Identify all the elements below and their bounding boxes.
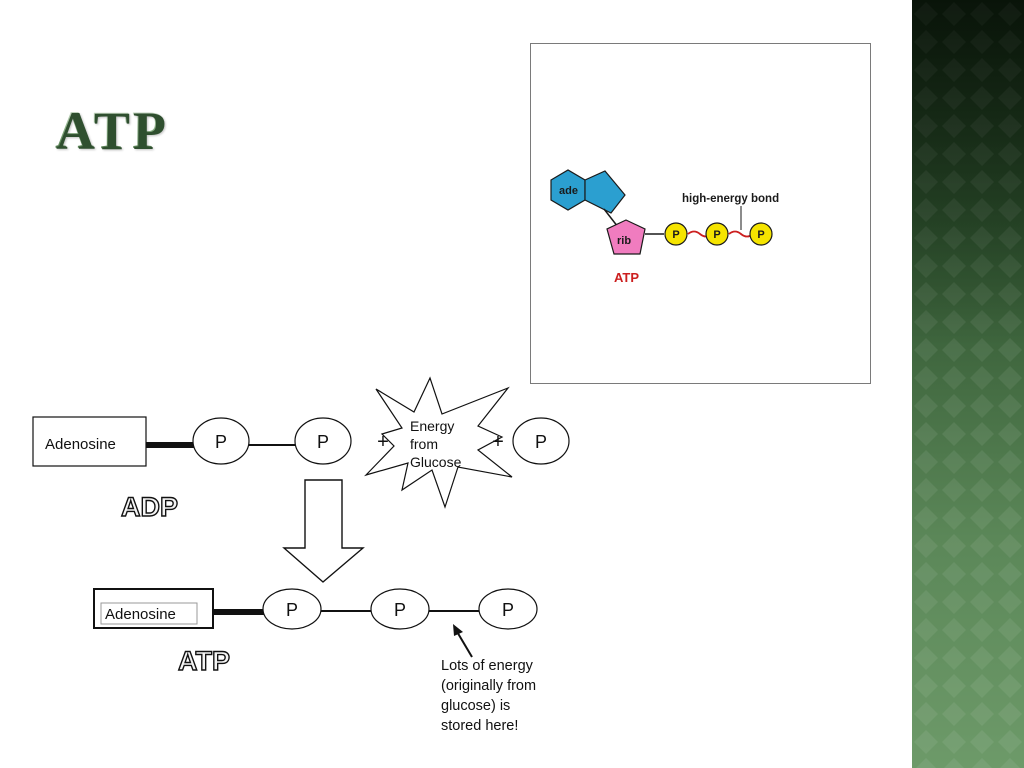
adp-atp-reaction-diagram: Adenosine P P + Energy from Glucose + P … [32, 376, 570, 734]
energy-note-line-3: glucose) is [441, 698, 510, 714]
energy-text-line-1: Energy [410, 418, 454, 434]
ribose-label: rib [617, 235, 631, 247]
adp-phosphate-1 [192, 417, 250, 465]
energy-note-line-1: Lots of energy [441, 658, 534, 674]
adenine-label: ade [559, 185, 578, 197]
decorative-side-band [912, 0, 1024, 768]
atp-phosphate-2 [370, 588, 430, 630]
atp-phosphate-1 [262, 588, 322, 630]
phosphate-1 [664, 222, 688, 246]
slide-title: ATP [55, 100, 168, 160]
energy-pointer-line [455, 629, 473, 658]
phosphate-3 [749, 222, 773, 246]
energy-pointer-arrowhead [453, 624, 463, 636]
energy-text-line-2: from [410, 436, 438, 452]
adp-label: ADP [121, 492, 178, 522]
adp-phosphate-2 [294, 417, 352, 465]
atp-adenosine-label: Adenosine [105, 606, 176, 623]
plus-sign-2: + [492, 431, 504, 453]
phosphate-2-label: P [713, 229, 720, 241]
adp-adenosine-label: Adenosine [45, 436, 116, 453]
adp-phosphate-1-label: P [215, 432, 227, 452]
energy-starburst [364, 376, 513, 509]
atp-molecule-label: ATP [614, 270, 639, 285]
adp-adenosine-box [32, 416, 147, 467]
atp-label: ATP [178, 646, 230, 676]
atp-adenosine-inner-box [100, 602, 198, 625]
free-phosphate-label: P [535, 432, 547, 452]
energy-note-line-2: (originally from [441, 678, 536, 694]
atp-molecule-figure: ade rib P P P high-energy bond ATP [530, 43, 871, 384]
atp-phosphate-3 [478, 588, 538, 630]
phosphate-1-label: P [672, 229, 679, 241]
free-phosphate [512, 417, 570, 465]
adp-phosphate-2-label: P [317, 432, 329, 452]
adenine-pentagon [584, 170, 626, 214]
reaction-down-arrow [282, 479, 365, 583]
atp-phosphate-1-label: P [286, 600, 298, 620]
glycosidic-link [603, 208, 619, 228]
atp-phosphate-2-label: P [394, 600, 406, 620]
ribose-pentagon [606, 219, 646, 255]
atp-molecule-svg: ade rib P P P high-energy bond ATP [550, 169, 779, 285]
energy-text-line-3: Glucose [410, 454, 462, 470]
energy-note-line-4: stored here! [441, 718, 518, 734]
phosphate-2 [705, 222, 729, 246]
plus-sign-1: + [377, 431, 389, 453]
phosphate-3-label: P [757, 229, 764, 241]
diamond-pattern [912, 0, 1024, 768]
atp-phosphate-3-label: P [502, 600, 514, 620]
high-energy-bond-label: high-energy bond [682, 193, 779, 205]
